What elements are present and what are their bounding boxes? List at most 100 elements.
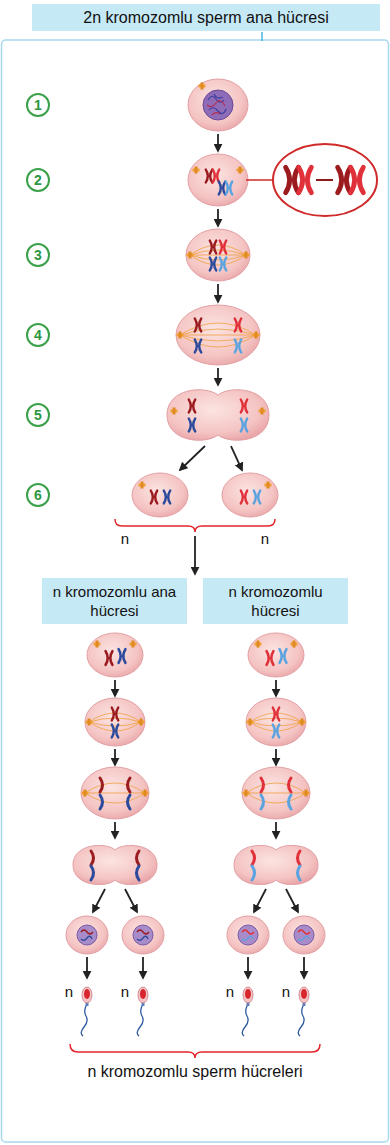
cell-drawing	[242, 767, 310, 819]
stage-arrow	[217, 284, 219, 302]
result-caption: n kromozomlu sperm hücreleri	[45, 1062, 345, 1082]
callout-number: 4	[27, 325, 49, 345]
cell-drawing	[132, 473, 188, 517]
box-text: n kromozomlu hücresi	[209, 582, 342, 620]
cell-drawing	[207, 101, 225, 115]
bracket	[70, 1044, 320, 1058]
cell-drawing	[66, 916, 108, 954]
cell-drawing	[283, 916, 325, 954]
cell-drawing	[132, 473, 188, 517]
cell-drawing	[186, 229, 250, 281]
cell-drawing	[267, 651, 274, 665]
cell-drawing	[151, 491, 157, 504]
cell-drawing	[91, 851, 94, 865]
number-circle	[27, 94, 49, 116]
cell-drawing	[122, 916, 164, 954]
cell-drawing	[237, 167, 244, 174]
cell-drawing	[298, 930, 310, 934]
stage-arrow	[231, 446, 242, 470]
cell-drawing	[137, 866, 140, 880]
stage-box: n kromozomlu ana hücresi	[42, 578, 187, 624]
cell-drawing	[106, 651, 113, 665]
cell-drawing	[248, 633, 304, 677]
cell-drawing	[248, 633, 304, 677]
cell-drawing	[275, 680, 277, 696]
cell-drawing	[255, 641, 262, 648]
cell-drawing	[203, 90, 233, 120]
zoom-callout	[338, 167, 351, 193]
cell-drawing	[199, 83, 206, 90]
cell-drawing	[87, 633, 143, 677]
cell-drawing	[167, 390, 269, 441]
cell-drawing	[142, 957, 144, 978]
cell-drawing	[81, 936, 92, 940]
cell-drawing	[133, 925, 153, 945]
cell-drawing	[241, 400, 247, 413]
cell-drawing	[176, 305, 260, 365]
cell-drawing	[188, 79, 248, 131]
cell-drawing	[86, 957, 88, 978]
cell-drawing	[206, 170, 212, 183]
cell-drawing	[81, 987, 92, 1036]
cell-drawing	[66, 633, 164, 1036]
zoom-callout	[246, 179, 273, 181]
cell-drawing	[291, 641, 298, 648]
cell-drawing	[186, 229, 250, 281]
cell-drawing	[188, 154, 248, 206]
cell-drawing	[100, 795, 103, 809]
cell-drawing	[81, 930, 93, 934]
cell-drawing	[222, 473, 278, 517]
cell-drawing	[243, 790, 250, 797]
number-circle	[27, 404, 49, 426]
stage-arrow	[194, 536, 196, 574]
cell-drawing	[242, 767, 310, 819]
cell-drawing	[220, 258, 226, 271]
stage-arrow	[217, 134, 219, 151]
cell-drawing	[139, 482, 146, 489]
cell-drawing	[85, 698, 145, 746]
cell-drawing	[112, 708, 118, 721]
cell-drawing	[246, 698, 306, 746]
cell-drawing	[303, 790, 310, 797]
cell-drawing	[298, 987, 309, 1036]
cell-drawing	[303, 957, 305, 978]
cell-drawing	[289, 778, 292, 792]
bracket	[115, 519, 275, 532]
cell-drawing	[242, 930, 254, 934]
cell-drawing	[227, 633, 325, 1036]
cell-drawing	[280, 649, 287, 663]
cell-drawing	[294, 925, 314, 945]
cell-drawing	[177, 332, 184, 339]
number-circle	[27, 169, 49, 191]
ploidy-label: n	[279, 983, 293, 1001]
cell-drawing	[227, 916, 269, 954]
callout-number: 6	[27, 485, 49, 505]
cell-drawing	[188, 79, 248, 131]
cell-drawing	[195, 340, 201, 353]
callout-number: 5	[27, 405, 49, 425]
cell-drawing	[254, 889, 266, 912]
cell-drawing	[114, 680, 116, 696]
cell-drawing	[128, 778, 131, 792]
cell-drawing	[66, 916, 108, 954]
frame	[2, 40, 389, 1142]
cell-drawing	[86, 719, 93, 726]
cell-drawing	[82, 790, 89, 797]
cell-drawing	[241, 419, 247, 432]
number-circle	[27, 484, 49, 506]
cell-drawing	[248, 680, 304, 978]
cell-drawing	[220, 241, 226, 254]
callout-number: 3	[27, 245, 49, 265]
stage-box: 2n kromozomlu sperm ana hücresi	[32, 4, 380, 31]
cell-drawing	[246, 783, 306, 803]
cell-drawing	[234, 845, 318, 884]
cell-drawing	[137, 987, 148, 1036]
cell-drawing	[242, 936, 253, 940]
cell-drawing	[242, 987, 253, 1036]
stage-box: n kromozomlu hücresi	[203, 578, 348, 624]
cell-drawing	[167, 390, 269, 441]
cell-drawing	[188, 154, 248, 206]
cell-drawing	[122, 916, 164, 954]
cell-drawing	[73, 845, 157, 884]
